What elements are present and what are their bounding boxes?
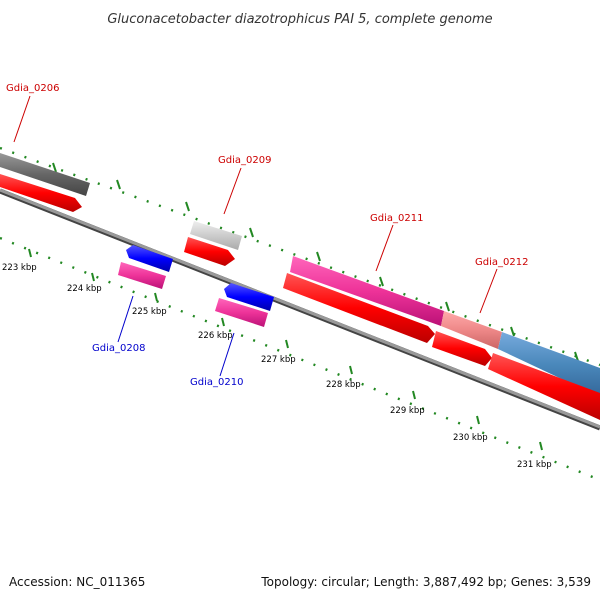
inner-major-tick	[285, 339, 289, 349]
outer-major-tick	[249, 227, 254, 238]
gene-gdia-0208-block[interactable]	[118, 262, 166, 289]
gene-label-gdia-0206[interactable]: Gdia_0206	[6, 83, 59, 94]
cds-gdia-0206-arrow[interactable]	[0, 174, 82, 212]
leader-gdia-0211	[375, 224, 394, 272]
gene-gdia-0210-block[interactable]	[215, 298, 268, 327]
outer-major-tick	[574, 351, 579, 362]
gene-label-gdia-0211[interactable]: Gdia_0211	[370, 213, 423, 224]
inner-major-tick	[221, 317, 225, 327]
leader-gdia-0208	[117, 295, 134, 343]
reverse-features	[118, 245, 274, 327]
outer-major-tick	[510, 326, 515, 337]
gene-gdia-0209-block[interactable]	[190, 221, 242, 250]
gene-gdia-0206-block[interactable]	[0, 153, 90, 196]
leader-gdia-0212	[479, 268, 498, 314]
tick-label-226: 226 kbp	[198, 331, 233, 341]
cds-gdia-0213-arrow[interactable]	[488, 353, 600, 420]
genome-summary-text: Topology: circular; Length: 3,887,492 bp…	[260, 575, 591, 589]
gene-labels: Gdia_0206 Gdia_0209 Gdia_0211 Gdia_0212 …	[6, 83, 528, 388]
inner-major-tick	[154, 292, 158, 302]
outer-tick-ring	[0, 146, 600, 367]
inner-major-tick	[539, 441, 543, 451]
inner-major-tick	[91, 272, 95, 282]
outer-major-tick	[185, 201, 190, 212]
tick-label-225: 225 kbp	[132, 307, 167, 317]
cds-gdia-0209-arrow[interactable]	[184, 237, 235, 266]
gene-leaders	[13, 95, 498, 377]
forward-features	[0, 153, 600, 420]
inner-major-tick	[28, 248, 32, 258]
outer-major-tick	[445, 301, 450, 312]
leader-gdia-0210	[219, 332, 235, 377]
accession-text: Accession: NC_011365	[9, 575, 145, 589]
tick-label-229: 229 kbp	[390, 406, 425, 416]
gene-gdia-0212-block[interactable]	[441, 311, 502, 349]
outer-major-tick	[116, 179, 121, 190]
cds-gdia-0211-arrow[interactable]	[283, 273, 435, 343]
tick-label-227: 227 kbp	[261, 355, 296, 365]
gene-gdia-0211-block[interactable]	[290, 256, 444, 326]
tick-label-223: 223 kbp	[2, 263, 37, 273]
tick-labels: 223 kbp 224 kbp 225 kbp 226 kbp 227 kbp …	[2, 263, 552, 470]
outer-major-tick	[379, 276, 384, 287]
inner-major-tick	[349, 365, 353, 375]
cds-gdia-0212-arrow[interactable]	[432, 331, 492, 366]
tick-label-228: 228 kbp	[326, 380, 361, 390]
tick-label-224: 224 kbp	[67, 284, 102, 294]
outer-major-tick	[52, 162, 57, 173]
map-title: Gluconacetobacter diazotrophicus PAI 5, …	[107, 12, 492, 27]
inner-major-tick	[476, 415, 480, 425]
gene-label-gdia-0209[interactable]: Gdia_0209	[218, 155, 271, 166]
genome-backbone	[0, 188, 600, 429]
tick-label-231: 231 kbp	[517, 460, 552, 470]
cds-gdia-0208-arrow[interactable]	[126, 245, 173, 272]
gene-gdia-0213-block[interactable]	[498, 332, 600, 397]
leader-gdia-0209	[223, 167, 242, 215]
cds-gdia-0210-arrow[interactable]	[224, 283, 274, 311]
gene-label-gdia-0212[interactable]: Gdia_0212	[475, 257, 528, 268]
inner-tick-ring	[0, 236, 600, 482]
gene-label-gdia-0208[interactable]: Gdia_0208	[92, 343, 145, 354]
leader-gdia-0206	[13, 95, 31, 143]
tick-label-230: 230 kbp	[453, 433, 488, 443]
inner-major-tick	[412, 390, 416, 400]
gene-label-gdia-0210[interactable]: Gdia_0210	[190, 377, 243, 388]
outer-major-tick	[316, 251, 321, 262]
